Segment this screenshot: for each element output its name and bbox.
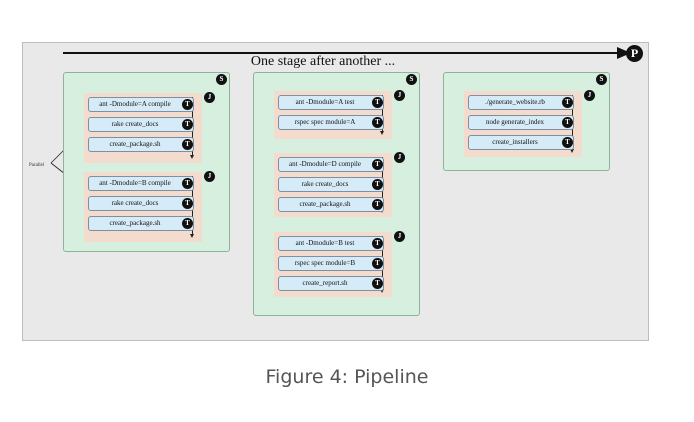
task: rspec spec module=B: [278, 256, 384, 271]
task-badge: T: [372, 238, 383, 249]
job-badge: J: [584, 90, 595, 101]
task-badge: T: [182, 99, 193, 110]
job-badge: J: [394, 231, 405, 242]
task-badge: T: [372, 199, 383, 210]
pipeline-badge: P: [626, 45, 643, 62]
task: ant -Dmodule=B test: [278, 236, 384, 251]
task: ./generate_website.rb: [468, 95, 574, 110]
task: rspec spec module=A: [278, 115, 384, 130]
task-badge: T: [182, 178, 193, 189]
task: ant -Dmodule=A compile: [88, 97, 194, 112]
task: rake create_docs: [88, 196, 194, 211]
task: rake create_docs: [88, 117, 194, 132]
task-badge: T: [372, 97, 383, 108]
stage-badge: S: [216, 74, 227, 85]
task: ant -Dmodule=D compile: [278, 157, 384, 172]
job-badge: J: [204, 171, 215, 182]
task-badge: T: [562, 117, 573, 128]
job-badge: J: [394, 152, 405, 163]
figure-caption: Figure 4: Pipeline: [265, 366, 429, 388]
job-badge: J: [204, 92, 215, 103]
task: create_package.sh: [278, 197, 384, 212]
stage-badge: S: [406, 74, 417, 85]
task-badge: T: [182, 119, 193, 130]
task-badge: T: [182, 139, 193, 150]
task: node generate_index: [468, 115, 574, 130]
stage-badge: S: [596, 74, 607, 85]
task-badge: T: [372, 258, 383, 269]
task-badge: T: [182, 198, 193, 209]
diagram-title: One stage after another ...: [250, 54, 396, 69]
task: create_report.sh: [278, 276, 384, 291]
task: ant -Dmodule=A test: [278, 95, 384, 110]
parallel-label: Parallel: [29, 163, 45, 168]
task-badge: T: [372, 278, 383, 289]
task: create_package.sh: [88, 137, 194, 152]
job-sequence-arrow: [380, 95, 384, 135]
task: create_package.sh: [88, 216, 194, 231]
task-badge: T: [372, 179, 383, 190]
progression-arrow-line: [63, 52, 619, 54]
task-badge: T: [372, 159, 383, 170]
task: create_installers: [468, 135, 574, 150]
pipeline-diagram: One stage after another ... P Parallel S…: [22, 42, 649, 341]
task: ant -Dmodule=B compile: [88, 176, 194, 191]
task-badge: T: [372, 117, 383, 128]
task-badge: T: [562, 97, 573, 108]
job-badge: J: [394, 90, 405, 101]
task-badge: T: [562, 137, 573, 148]
task: rake create_docs: [278, 177, 384, 192]
task-badge: T: [182, 218, 193, 229]
